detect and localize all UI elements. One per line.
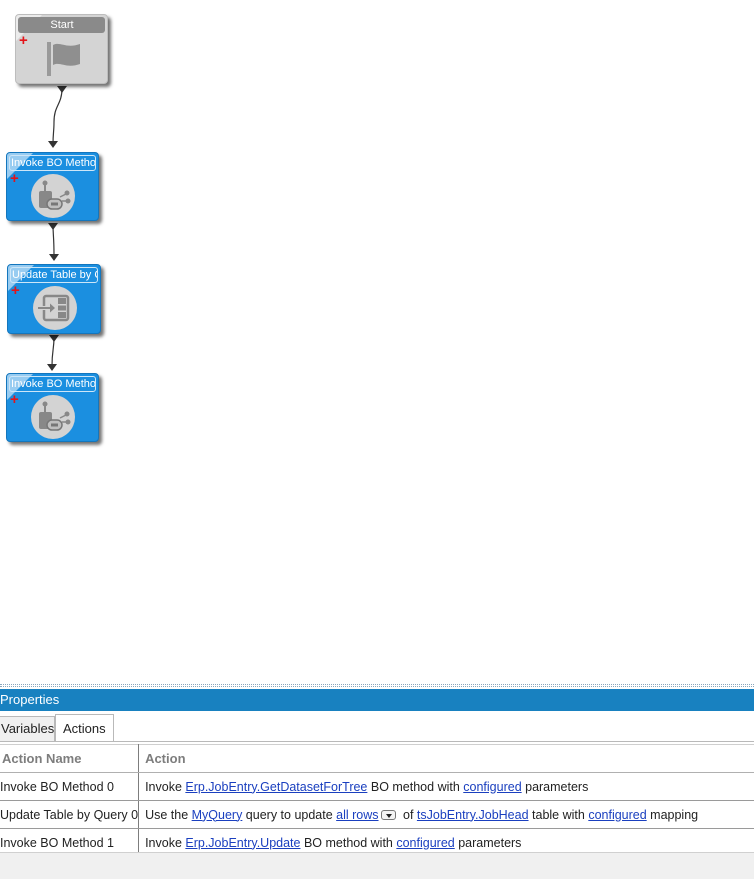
add-plus-icon[interactable]: + — [19, 32, 28, 49]
action-name-cell: Update Table by Query 0 — [0, 800, 140, 829]
action-text: mapping — [646, 807, 699, 822]
arrow-in-invoke0 — [48, 141, 58, 148]
action-text: BO method with — [367, 779, 464, 794]
node-title: Update Table by Q — [10, 267, 98, 283]
bo-method-icon — [31, 395, 75, 439]
action-text: parameters — [454, 835, 522, 850]
configured-parameters-link[interactable]: configured — [463, 779, 522, 794]
properties-tabs: Variables Actions — [0, 714, 754, 742]
arrow-in-update0 — [49, 254, 59, 261]
connector-lines — [47, 86, 67, 371]
action-text: parameters — [521, 779, 589, 794]
dropdown-icon[interactable] — [380, 810, 396, 821]
column-header-action[interactable]: Action — [138, 744, 754, 773]
table-row[interactable]: Update Table by Query 0 Use the MyQuery … — [0, 800, 754, 829]
bo-method-link[interactable]: Erp.JobEntry.Update — [185, 835, 301, 850]
rows-scope-link[interactable]: all rows — [336, 807, 379, 822]
action-text: BO method with — [300, 835, 397, 850]
flag-icon — [47, 42, 80, 76]
node-update-table-by-query-0[interactable]: Update Table by Q + — [7, 264, 101, 334]
node-title: Invoke BO Method — [9, 155, 96, 171]
node-title: Start — [18, 17, 105, 33]
bo-method-icon — [31, 174, 75, 218]
update-table-icon — [33, 286, 77, 330]
table-header-row: Action Name Action — [0, 744, 754, 773]
column-header-action-name[interactable]: Action Name — [0, 744, 140, 773]
node-start[interactable]: Start + — [15, 14, 108, 84]
table-link[interactable]: tsJobEntry.JobHead — [416, 807, 529, 822]
action-name-cell: Invoke BO Method 0 — [0, 772, 140, 801]
add-plus-icon[interactable]: + — [10, 170, 19, 187]
actions-table: Action Name Action Invoke BO Method 0 In… — [0, 744, 754, 857]
add-plus-icon[interactable]: + — [11, 282, 20, 299]
configured-mapping-link[interactable]: configured — [588, 807, 647, 822]
action-text: query to update — [242, 807, 337, 822]
tab-underline — [0, 741, 754, 742]
connector-start-invoke0 — [52, 87, 63, 146]
bo-method-link[interactable]: Erp.JobEntry.GetDatasetForTree — [185, 779, 368, 794]
action-text: Use the — [145, 807, 192, 822]
action-cell: Invoke Erp.JobEntry.GetDatasetForTree BO… — [138, 772, 754, 801]
action-text: Invoke — [145, 779, 186, 794]
add-plus-icon[interactable]: + — [10, 391, 19, 408]
action-text: of — [399, 807, 417, 822]
panel-empty-area — [0, 852, 754, 879]
configured-parameters-link[interactable]: configured — [396, 835, 455, 850]
properties-header: Properties — [0, 689, 754, 711]
arrow-in-invoke1 — [47, 364, 57, 371]
tab-variables[interactable]: Variables — [0, 716, 55, 742]
table-row[interactable]: Invoke BO Method 0 Invoke Erp.JobEntry.G… — [0, 772, 754, 801]
node-invoke-bo-method-1[interactable]: Invoke BO Method + — [6, 373, 99, 442]
tab-actions[interactable]: Actions — [55, 714, 114, 742]
workflow-canvas[interactable]: Start + Invoke BO Method + Update Table … — [0, 0, 754, 684]
node-title: Invoke BO Method — [9, 376, 96, 392]
action-text: Invoke — [145, 835, 186, 850]
arrow-out-update0 — [49, 335, 59, 342]
query-link[interactable]: MyQuery — [191, 807, 243, 822]
arrow-out-invoke0 — [48, 223, 58, 230]
node-invoke-bo-method-0[interactable]: Invoke BO Method + — [6, 152, 99, 221]
action-cell: Use the MyQuery query to update all rows… — [138, 800, 754, 829]
arrow-out-start — [57, 86, 67, 93]
panel-splitter[interactable] — [0, 684, 754, 687]
action-text: table with — [528, 807, 589, 822]
